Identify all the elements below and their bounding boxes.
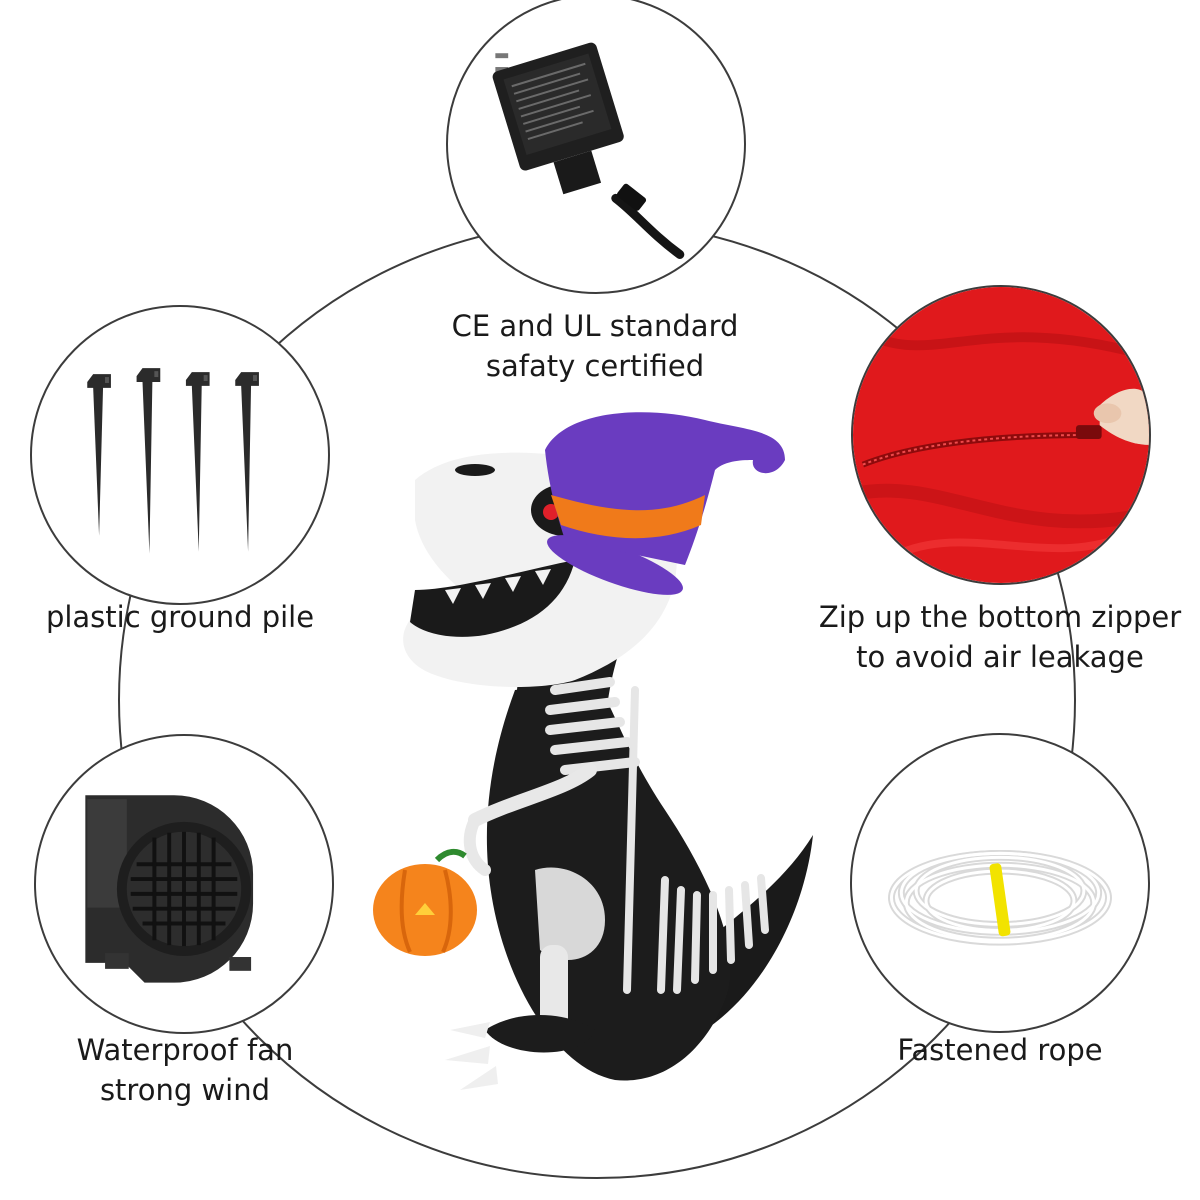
ground-stake-icon	[87, 368, 259, 554]
adapter-label-line2: safaty certified	[485, 349, 705, 383]
fan-label-line1: Waterproof fan	[76, 1033, 294, 1067]
stakes-circle	[30, 305, 330, 605]
fan-label: Waterproof fan strong wind	[20, 1030, 350, 1110]
zipper-label-line2: to avoid air leakage	[856, 640, 1144, 674]
stakes-label-line1: plastic ground pile	[45, 600, 315, 634]
blower-fan-icon	[85, 795, 254, 983]
zipper-icon	[853, 287, 1149, 583]
zipper-label: Zip up the bottom zipper to avoid air le…	[800, 597, 1200, 677]
rope-label: Fastened rope	[850, 1030, 1150, 1070]
zipper-label-line1: Zip up the bottom zipper	[818, 600, 1182, 634]
rope-icon	[888, 849, 1112, 946]
fan-label-line2: strong wind	[99, 1073, 271, 1107]
stakes-label: plastic ground pile	[10, 597, 350, 637]
adapter-label-line1: CE and UL standard	[451, 309, 739, 343]
fan-circle	[34, 734, 334, 1034]
adapter-label: CE and UL standard safaty certified	[395, 306, 795, 386]
zipper-circle	[851, 285, 1151, 585]
inflatable-dinosaur-image	[373, 412, 813, 1090]
adapter-circle	[446, 0, 746, 294]
rope-label-line1: Fastened rope	[897, 1033, 1103, 1067]
rope-circle	[850, 733, 1150, 1033]
power-adapter-icon	[492, 42, 685, 259]
